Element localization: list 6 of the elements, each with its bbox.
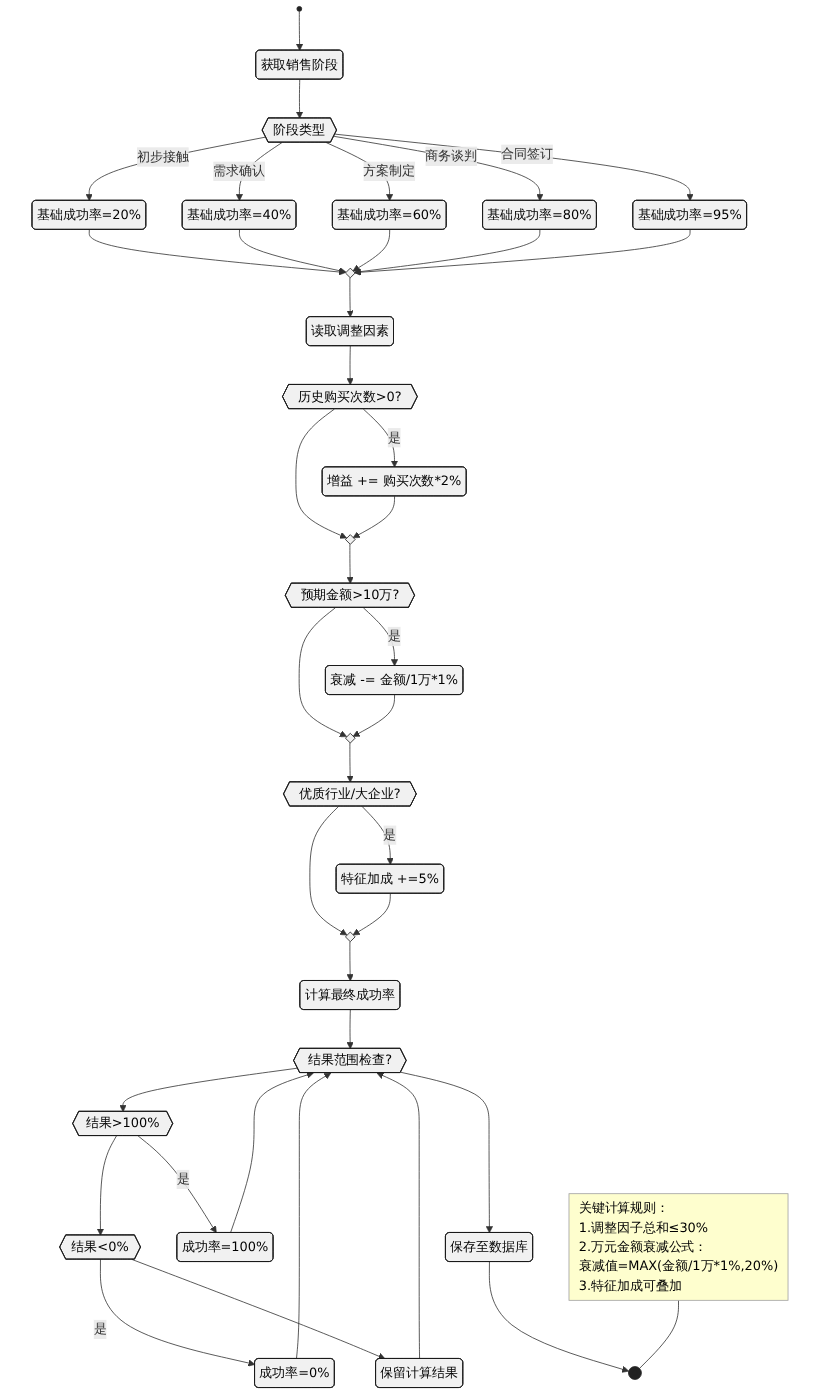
node-diamond <box>345 534 356 545</box>
connector <box>639 1299 679 1369</box>
node-diamond <box>345 931 356 943</box>
node-diamond <box>345 732 356 744</box>
node-circle <box>296 6 303 12</box>
node-diamond <box>345 267 356 279</box>
